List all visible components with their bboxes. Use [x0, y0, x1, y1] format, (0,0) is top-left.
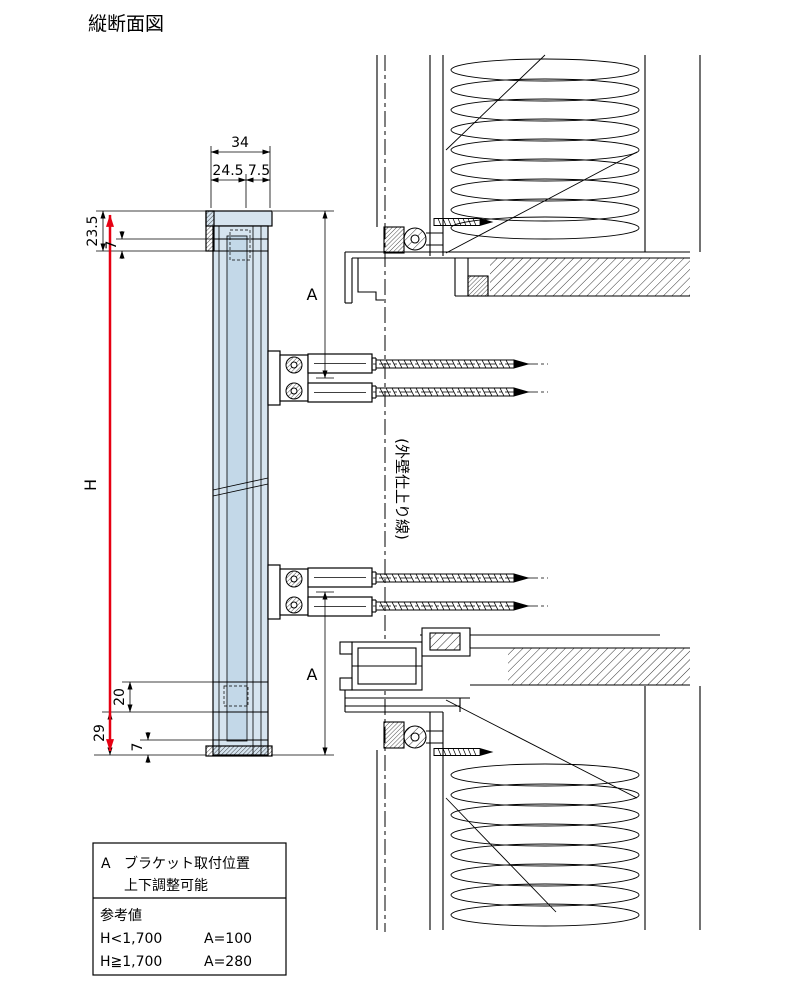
note-table — [92, 842, 287, 976]
dim-top-right: 7.5 — [248, 163, 270, 179]
page-title: 縦断面図 — [88, 13, 164, 35]
wall-structure-bottom — [339, 627, 701, 930]
finish-board-hatch-top — [490, 258, 690, 296]
frame-section-hatch — [429, 632, 461, 651]
dim-bracket-bottom: A — [307, 665, 318, 684]
shutter-guide-rail — [205, 210, 273, 757]
head-anchor — [383, 217, 493, 254]
rail-hidden-detail-top — [229, 229, 251, 261]
wall-finish-line-label: (外壁仕上り線) — [393, 438, 411, 540]
note-row1-condition: H<1,700 — [100, 931, 162, 947]
mounting-bracket-top — [268, 351, 528, 405]
sill-frame — [339, 627, 471, 713]
dim-bottom-cap: 29 — [92, 724, 108, 742]
note-table-texts: A ブラケット取付位置 上下調整可能 参考値 H<1,700 A=100 H≧1… — [100, 855, 252, 970]
head-assembly — [344, 251, 690, 304]
rail-inner-channel — [226, 235, 248, 742]
note-key: A — [101, 856, 111, 872]
mounting-bracket-bottom — [268, 565, 528, 619]
note-desc-line2: 上下調整可能 — [124, 878, 208, 894]
rail-cap-hatch — [205, 210, 215, 252]
sealant-block-bottom — [383, 721, 405, 749]
finish-board-hatch-bottom — [508, 648, 690, 685]
rail-bottom-plate — [205, 745, 273, 757]
insulation-bottom — [450, 763, 640, 927]
note-row1-value: A=100 — [204, 931, 252, 947]
note-reference-title: 参考値 — [100, 907, 142, 924]
note-desc-line1: ブラケット取付位置 — [124, 855, 250, 872]
insulation-top — [450, 58, 640, 240]
sill-anchor — [383, 721, 493, 757]
dim-bottom-small: 7 — [130, 743, 146, 752]
rail-top-cap — [205, 210, 273, 227]
sealant-block-top — [383, 226, 405, 254]
packing-block-top — [467, 275, 489, 297]
dim-left-cap: 23.5 — [85, 215, 101, 246]
dim-bracket-top: A — [307, 285, 318, 304]
dim-top-total: 34 — [231, 135, 249, 151]
dim-top-left: 24.5 — [212, 163, 243, 179]
dim-left-cap-inner: 7 — [104, 241, 120, 250]
rail-hidden-detail-bottom — [223, 685, 249, 707]
dim-height: H — [81, 479, 100, 491]
dim-bottom-inner: 20 — [112, 688, 128, 706]
note-row2-value: A=280 — [204, 954, 252, 970]
wall-structure-top — [344, 54, 701, 304]
dimension-lines — [94, 146, 334, 763]
dimension-texts: 34 24.5 7.5 23.5 7 H 20 29 7 A A (外壁仕上り線… — [81, 135, 411, 751]
note-row2-condition: H≧1,700 — [100, 954, 162, 970]
